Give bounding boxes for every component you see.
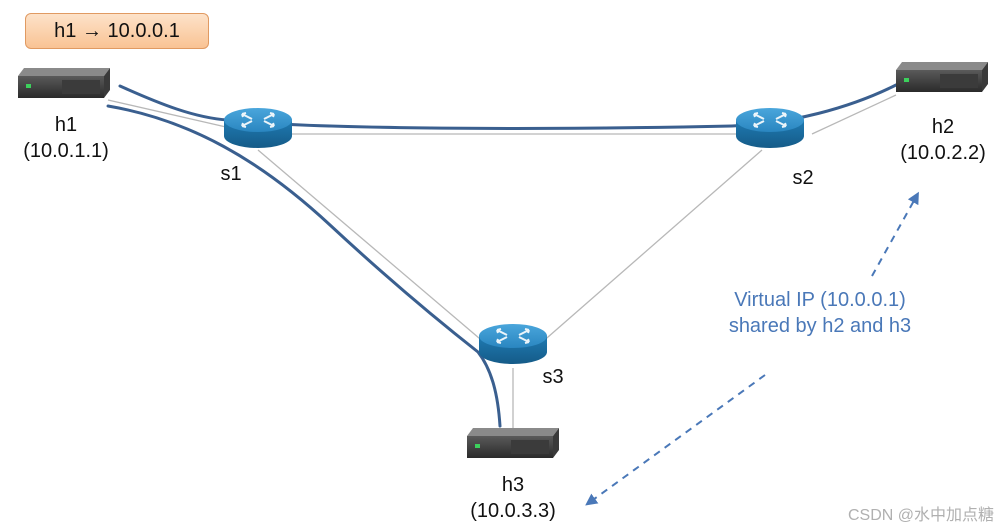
virtual-ip-note-line2: shared by h2 and h3 — [728, 315, 912, 337]
host-h2-name: h2 — [931, 116, 955, 138]
server-icon — [18, 68, 110, 98]
host-h2-ip: (10.0.2.2) — [900, 142, 986, 164]
physical-links — [107, 94, 897, 430]
switch-s2-label: s2 — [792, 167, 814, 189]
arrow-to-h3 — [585, 374, 766, 506]
host-h3-label: h3 (10.0.3.3) — [460, 472, 566, 524]
server-icon — [467, 428, 559, 458]
host-h3 — [467, 428, 559, 458]
annotation-arrows — [585, 191, 919, 506]
switch-s2 — [735, 107, 805, 149]
switch-s3 — [478, 323, 548, 365]
host-h3-ip: (10.0.3.3) — [470, 500, 556, 522]
path-h1-to-h3 — [106, 104, 502, 428]
server-icon — [896, 62, 988, 92]
host-h2-label: h2 (10.0.2.2) — [890, 114, 996, 166]
link-s2-h2 — [811, 94, 897, 135]
virtual-ip-note: Virtual IP (10.0.0.1) shared by h2 and h… — [700, 287, 940, 339]
link-s1-s3 — [257, 149, 487, 345]
switch-s3-label: s3 — [542, 366, 564, 388]
router-icon — [735, 107, 805, 149]
link-h1-s1 — [107, 99, 227, 128]
host-h2 — [896, 62, 988, 92]
path-h1-to-h2 — [118, 83, 898, 130]
arrow-to-h2 — [871, 191, 919, 277]
host-h1 — [18, 68, 110, 98]
destination-badge: h1 → 10.0.0.1 — [25, 13, 209, 49]
switch-s1 — [223, 107, 293, 149]
host-h1-label: h1 (10.0.1.1) — [14, 112, 118, 164]
router-icon — [478, 323, 548, 365]
router-icon — [223, 107, 293, 149]
link-s2-s3 — [539, 149, 763, 345]
switch-s1-label: s1 — [220, 163, 242, 185]
host-h1-ip: (10.0.1.1) — [23, 140, 109, 162]
routed-paths — [106, 83, 898, 428]
virtual-ip-note-line1: Virtual IP (10.0.0.1) — [734, 289, 906, 311]
host-h1-name: h1 — [54, 114, 78, 136]
host-h3-name: h3 — [501, 474, 525, 496]
watermark: CSDN @水中加点糖 — [847, 507, 994, 524]
